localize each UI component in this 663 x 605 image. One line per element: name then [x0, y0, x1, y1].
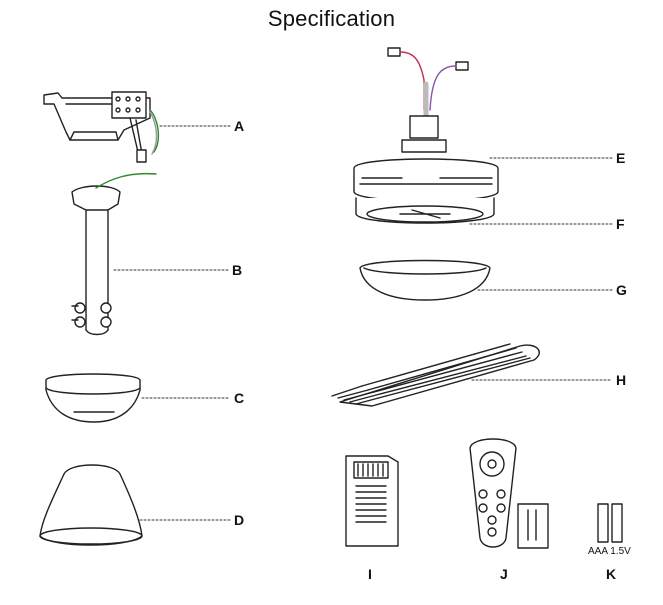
label-g: G: [616, 282, 627, 298]
label-h: H: [616, 372, 627, 388]
light-housing-drawing: [355, 197, 495, 224]
label-f: F: [616, 216, 625, 232]
batteries-drawing: [597, 503, 623, 543]
canopy-drawing: [45, 373, 141, 423]
label-a: A: [234, 118, 245, 134]
label-b: B: [232, 262, 243, 278]
label-i: I: [368, 566, 372, 582]
label-c: C: [234, 390, 245, 406]
label-k: K: [606, 566, 617, 582]
leader-lines: [113, 125, 613, 521]
label-d: D: [234, 512, 245, 528]
cover-shade-drawing: [39, 464, 143, 546]
page-title: Specification: [267, 6, 396, 31]
downrod-drawing: [71, 172, 157, 336]
label-j: J: [500, 566, 508, 582]
battery-note: AAA 1.5V: [588, 546, 631, 557]
blades-drawing: [331, 343, 540, 407]
label-e: E: [616, 150, 626, 166]
remote-drawing: [469, 438, 549, 549]
receiver-drawing: [345, 455, 399, 547]
motor-housing-drawing: [353, 47, 499, 202]
mounting-bracket-drawing: [43, 91, 160, 163]
light-diffuser-drawing: [359, 259, 491, 301]
